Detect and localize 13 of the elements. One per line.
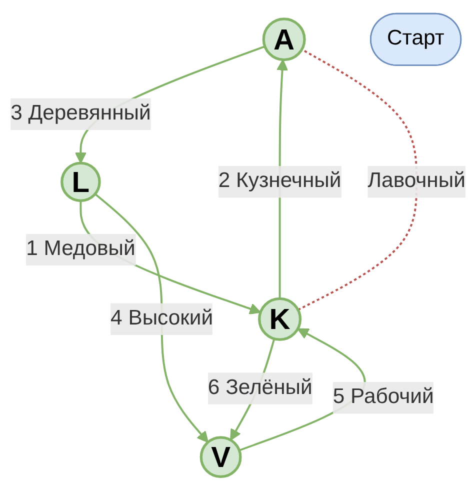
node-circle: V [200, 436, 242, 478]
node-circle: A [262, 17, 306, 61]
edge-label: 5 Рабочий [332, 386, 434, 408]
edge-label: 4 Высокий [110, 306, 214, 330]
edge-label: 1 Медовый [26, 238, 136, 260]
node-circle: K [258, 297, 302, 341]
edge-label: Лавочный [368, 170, 466, 192]
connector [298, 48, 418, 310]
edge-label: 6 Зелёный [208, 376, 312, 399]
arrow [94, 192, 209, 442]
edge-label: 2 Кузнечный [218, 170, 342, 192]
edge-label: 3 Деревянный [10, 102, 151, 124]
node-circle: L [60, 162, 101, 202]
